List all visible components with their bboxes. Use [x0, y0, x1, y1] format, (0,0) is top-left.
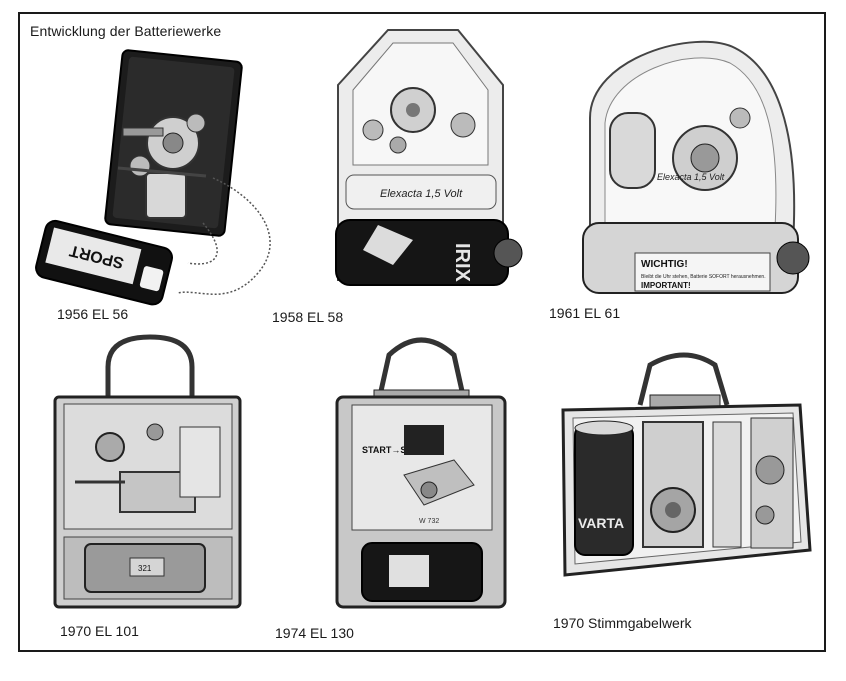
important-label: IMPORTANT!: [641, 281, 691, 290]
movement-photo-stimmgabelwerk: VARTA: [555, 350, 815, 590]
plate-label: 321: [138, 564, 152, 573]
caption-el61: 1961 EL 61: [549, 305, 621, 321]
control-label: START→STOP: [362, 445, 425, 455]
movement-photo-el58: Elexacta 1,5 Volt IRIX: [318, 25, 523, 300]
caption-el101: 1970 EL 101: [60, 623, 139, 639]
page-title: Entwicklung der Batteriewerke: [30, 23, 222, 39]
battery-label: IRIX: [451, 243, 473, 283]
model-label: W 732: [419, 518, 439, 525]
warning-text: Bleibt die Uhr stehen, Batterie SOFORT h…: [641, 274, 766, 280]
battery-label: VARTA: [578, 515, 624, 531]
caption-el130: 1974 EL 130: [275, 625, 354, 641]
movement-photo-el61: Elexacta 1,5 Volt WICHTIG! Bleibt die Uh…: [575, 28, 810, 303]
caption-el56: 1956 EL 56: [57, 306, 129, 322]
caption-el58: 1958 EL 58: [272, 309, 344, 325]
movement-photo-el56: SPORT: [28, 48, 298, 306]
movement-photo-el130: START→STOP W 732: [334, 325, 509, 615]
movement-photo-el101: 321: [50, 332, 245, 612]
warning-title: WICHTIG!: [641, 259, 688, 270]
brand-label: Elexacta 1,5 Volt: [380, 188, 463, 200]
caption-stimmgabelwerk: 1970 Stimmgabelwerk: [553, 615, 692, 631]
brand-label: Elexacta 1,5 Volt: [657, 172, 725, 182]
